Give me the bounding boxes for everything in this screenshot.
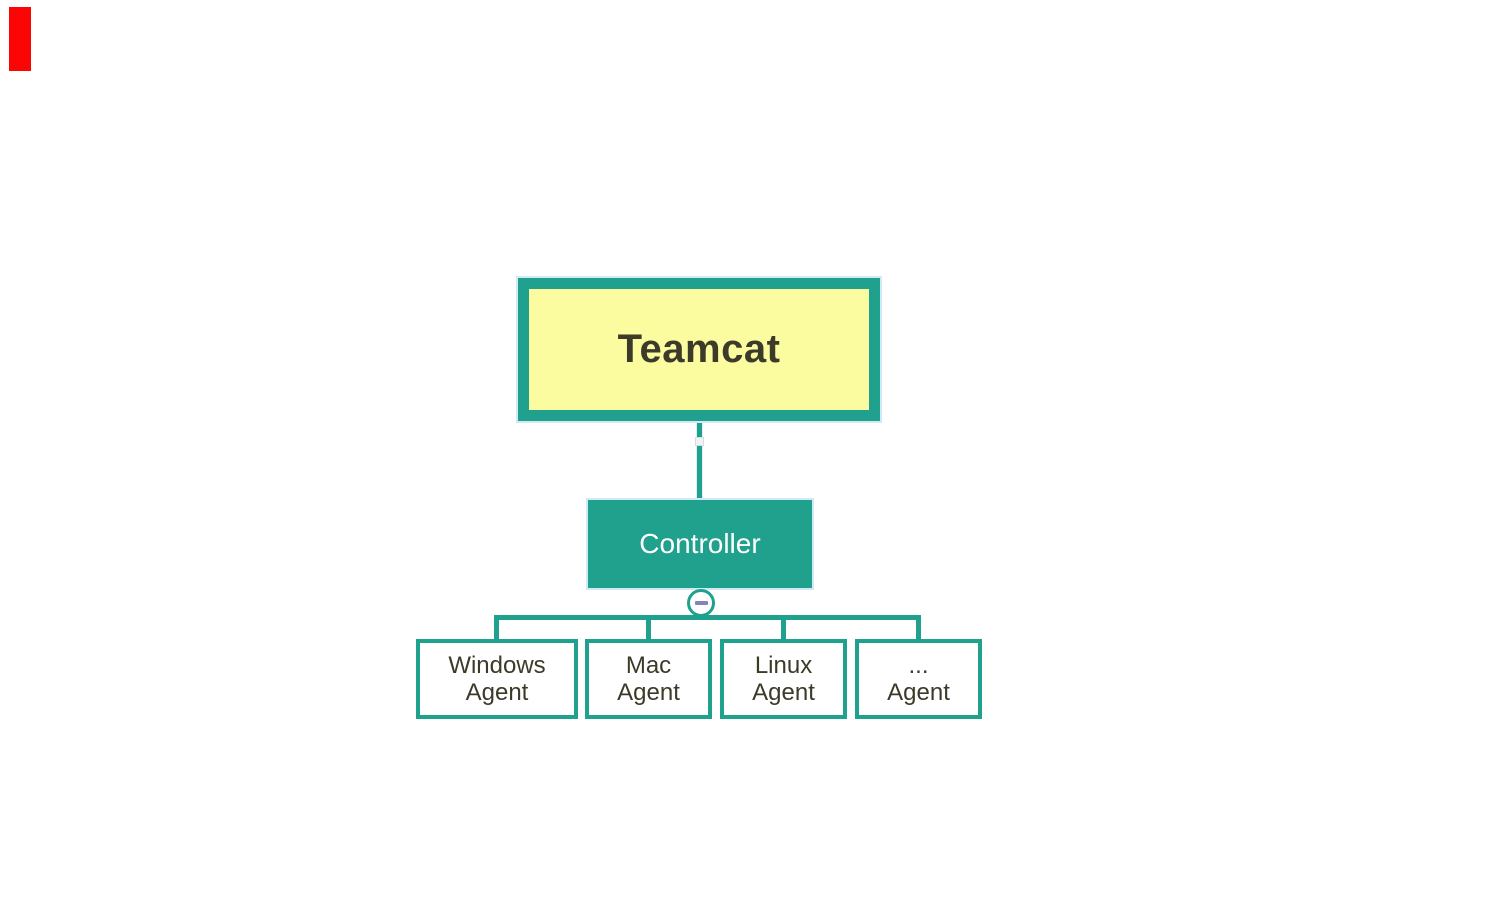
collapse-toggle-button[interactable] [687,589,715,617]
connector-drop-windows [494,620,499,640]
node-teamcat-label: Teamcat [617,327,781,371]
edge-waypoint-handle[interactable] [695,437,704,446]
connector-drop-linux [781,620,786,640]
node-mac-agent[interactable]: Mac Agent [585,639,712,719]
node-teamcat[interactable]: Teamcat [518,278,880,421]
node-windows-agent-label: Windows Agent [448,652,546,706]
node-controller[interactable]: Controller [588,500,812,588]
node-windows-agent[interactable]: Windows Agent [416,639,578,719]
connector-drop-mac [646,620,651,640]
connector-bus [494,615,921,620]
node-more-agent-label: ... Agent [887,652,950,706]
connector-drop-more [916,620,921,640]
edge-teamcat-controller[interactable] [697,421,702,501]
node-linux-agent[interactable]: Linux Agent [720,639,847,719]
node-linux-agent-label: Linux Agent [752,652,815,706]
minus-icon [694,601,708,605]
node-mac-agent-label: Mac Agent [617,652,680,706]
red-corner-marker [9,7,31,71]
node-controller-label: Controller [639,528,761,559]
node-more-agent[interactable]: ... Agent [855,639,982,719]
